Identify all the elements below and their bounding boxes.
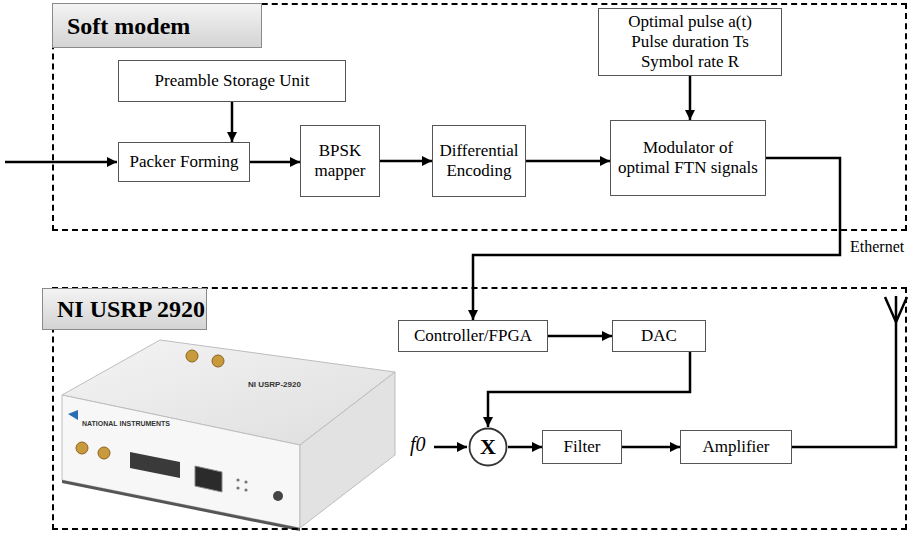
sma-port xyxy=(186,350,198,362)
sma-port xyxy=(76,442,88,454)
mixer-circle: X xyxy=(468,427,508,467)
sma-port xyxy=(98,447,110,459)
parameter-box: Optimal pulse a(t)Pulse duration TsSymbo… xyxy=(598,8,782,76)
box-label: Differential Encoding xyxy=(439,141,519,181)
mixer-ring xyxy=(470,429,507,466)
power-jack xyxy=(273,491,283,501)
device-base xyxy=(62,480,300,531)
box-label: Symbol rate R xyxy=(641,52,739,72)
signal-arrow xyxy=(689,76,692,120)
dashed-panel: Controller/FPGA DAC X Filter Amplifier NI USR… xyxy=(52,287,907,530)
status-led xyxy=(236,486,239,489)
box-label: Pulse duration Ts xyxy=(631,32,749,52)
signal-arrow xyxy=(380,160,432,163)
status-led xyxy=(244,480,247,483)
signal-arrow xyxy=(526,160,610,163)
box-label: Modulator of optimal FTN signals xyxy=(617,138,759,178)
process-box: Differential Encoding xyxy=(432,125,526,197)
status-led xyxy=(244,488,247,491)
process-box: Modulator of optimal FTN signals xyxy=(610,120,766,196)
usrp-device-picture xyxy=(62,340,395,531)
process-box: Amplifier xyxy=(680,430,792,464)
signal-name: f0 xyxy=(410,433,426,456)
input-arrow xyxy=(5,161,117,164)
signal-arrow xyxy=(250,161,300,164)
brand-text: NATIONAL INSTRUMENTS xyxy=(82,420,170,427)
antenna-symbol xyxy=(885,297,907,322)
signal-arrow xyxy=(622,446,680,449)
link-label: Ethernet xyxy=(848,238,906,256)
box-label: Controller/FPGA xyxy=(414,326,532,346)
carrier-arrow xyxy=(434,446,467,449)
device-front xyxy=(62,395,300,528)
process-box: Preamble Storage Unit xyxy=(118,60,346,102)
box-label: DAC xyxy=(641,326,677,346)
device-side xyxy=(300,372,395,528)
status-led xyxy=(236,478,239,481)
signal-arrow xyxy=(508,446,542,449)
signal-arrow xyxy=(231,102,234,142)
box-label: BPSK mapper xyxy=(307,141,373,181)
mixer-sign: X xyxy=(480,436,496,458)
panel-title: Soft modem xyxy=(52,3,262,48)
process-box: Filter xyxy=(542,430,622,464)
box-label: Packer Forming xyxy=(129,152,238,172)
sma-port xyxy=(212,355,224,367)
model-text: NI USRP-2920 xyxy=(248,380,301,389)
process-box: Controller/FPGA xyxy=(398,320,548,352)
process-box: DAC xyxy=(612,320,706,352)
antenna-feed xyxy=(792,296,896,447)
process-box: Packer Forming xyxy=(118,142,250,182)
process-box: BPSK mapper xyxy=(300,125,380,197)
antenna-arm xyxy=(885,297,896,322)
panel-title: NI USRP 2920 xyxy=(42,288,207,330)
box-label: Amplifier xyxy=(702,437,769,457)
mimo-port xyxy=(130,452,180,478)
box-label: Optimal pulse a(t) xyxy=(628,12,752,32)
dashed-panel: Preamble Storage UnitOptimal pulse a(t)P… xyxy=(52,3,907,231)
signal-arrow xyxy=(488,352,690,427)
signal-arrow xyxy=(548,335,612,338)
box-label: Filter xyxy=(564,437,601,457)
ethernet-port xyxy=(195,466,222,492)
box-label: Preamble Storage Unit xyxy=(155,71,310,91)
ni-logo xyxy=(68,410,78,420)
